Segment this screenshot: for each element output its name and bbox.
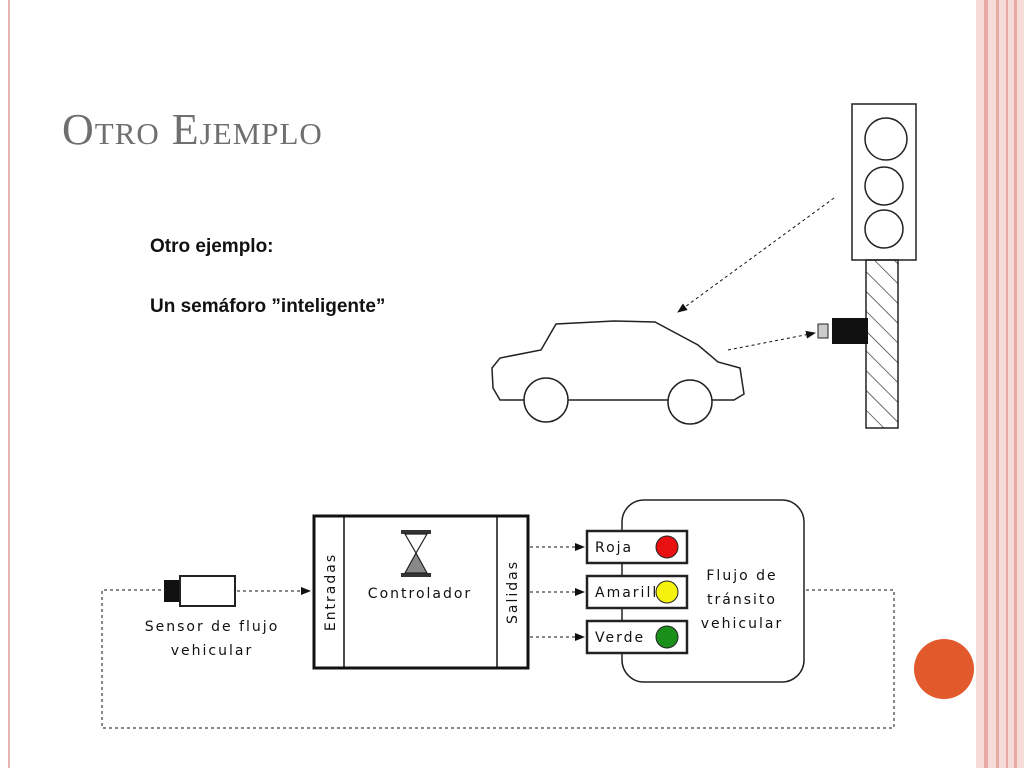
body-text-line-2: Un semáforo ”inteligente” <box>150 296 386 317</box>
sensor-camera-lens <box>817 323 829 339</box>
signal-arrow <box>677 197 835 313</box>
slide-title: Otro Ejemplo <box>62 105 323 154</box>
sensor-label-line-1: Sensor de flujo <box>145 619 280 635</box>
sensor-block-lens <box>164 580 180 602</box>
green-light-icon <box>655 625 679 649</box>
light-box-yellow: Amarill <box>585 574 689 610</box>
traffic-light-pole <box>865 259 899 429</box>
traffic-label-line-3: vehicular <box>701 616 783 632</box>
light-box-red: Roja <box>585 529 689 565</box>
inputs-label: Entradas <box>323 553 339 631</box>
right-stripe <box>1006 0 1008 768</box>
car-illustration <box>491 320 745 425</box>
outputs-label: Salidas <box>505 560 521 624</box>
red-light-icon <box>655 535 679 559</box>
sensor-camera-body <box>832 318 868 344</box>
light-yellow-label: Amarill <box>595 585 658 601</box>
light-red-label: Roja <box>595 540 633 556</box>
slide-left-border <box>8 0 10 768</box>
yellow-light-icon <box>655 580 679 604</box>
light-green-label: Verde <box>595 630 645 646</box>
sensor-beam-arrow <box>727 330 816 351</box>
light-box-green: Verde <box>585 619 689 655</box>
traffic-light-lamp <box>864 209 904 249</box>
sensor-block-body <box>179 575 236 607</box>
accent-circle-decoration <box>914 639 974 699</box>
traffic-label-line-1: Flujo de <box>706 568 777 584</box>
right-stripe <box>1014 0 1017 768</box>
traffic-light-lamp <box>864 117 908 161</box>
body-text-line-1: Otro ejemplo: <box>150 236 274 257</box>
car-wheel <box>667 379 713 425</box>
car-wheel <box>523 377 569 423</box>
traffic-light-lamp <box>864 166 904 206</box>
right-stripe <box>984 0 988 768</box>
feedback-loop-line <box>101 589 895 729</box>
controller-label: Controlador <box>368 586 472 602</box>
sensor-label-line-2: vehicular <box>171 643 253 659</box>
traffic-label-line-2: tránsito <box>707 592 777 608</box>
hourglass-icon <box>401 530 431 577</box>
right-stripe <box>996 0 999 768</box>
traffic-light-illustration <box>677 103 917 429</box>
